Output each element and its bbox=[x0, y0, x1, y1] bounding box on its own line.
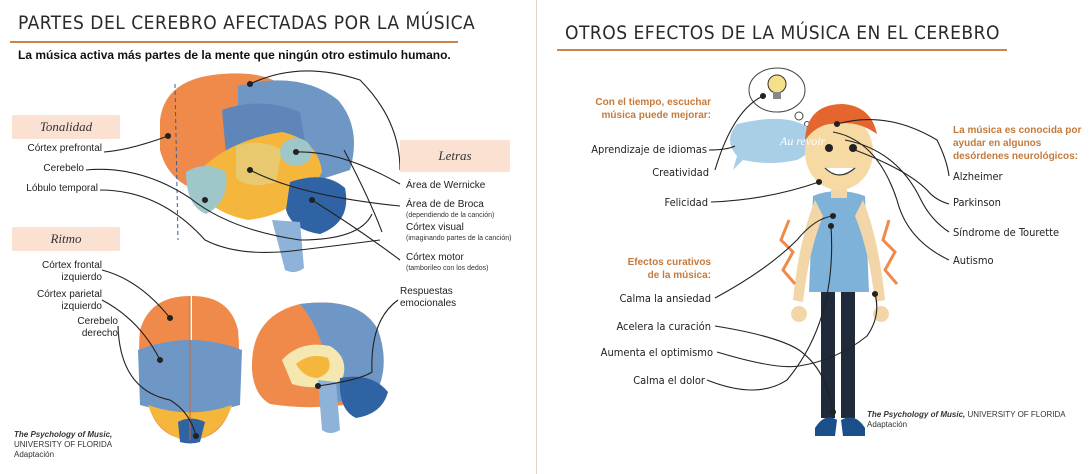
label-cortex-prefrontal: Córtex prefrontal bbox=[27, 143, 102, 154]
label-aprendizaje-idiomas: Aprendizaje de idiomas bbox=[591, 143, 707, 156]
label-alzheimer: Alzheimer bbox=[953, 170, 1003, 183]
thought-cloud bbox=[748, 67, 810, 127]
note-visual: (imaginando partes de la canción) bbox=[406, 235, 512, 242]
left-panel: PARTES DEL CEREBRO AFECTADAS POR LA MÚSI… bbox=[0, 0, 537, 474]
label-cortex-motor: Córtex motor (tamborileo con los dedos) bbox=[406, 252, 489, 272]
left-title: PARTES DEL CEREBRO AFECTADAS POR LA MÚSI… bbox=[18, 12, 476, 34]
right-title-rule bbox=[557, 49, 1007, 51]
brain-illustrations bbox=[85, 70, 401, 444]
label-cerebelo: Cerebelo bbox=[43, 163, 84, 174]
person bbox=[779, 104, 899, 436]
label-calma-ansiedad: Calma la ansiedad bbox=[619, 292, 712, 305]
label-autismo: Autismo bbox=[953, 254, 994, 267]
left-leader-lines bbox=[85, 70, 401, 440]
speech-bubble-text: Au revoir bbox=[780, 134, 826, 148]
label-area-wernicke: Área de Wernicke bbox=[406, 180, 486, 191]
note-motor: (tamborileo con los dedos) bbox=[406, 265, 489, 272]
right-title: OTROS EFECTOS DE LA MÚSICA EN EL CEREBRO bbox=[565, 22, 1000, 44]
person-illustration bbox=[706, 67, 950, 436]
label-acelera-curacion: Acelera la curación bbox=[616, 320, 711, 333]
right-leader-lines bbox=[706, 92, 950, 416]
label-creatividad: Creatividad bbox=[652, 166, 709, 179]
right-panel: OTROS EFECTOS DE LA MÚSICA EN EL CEREBRO bbox=[537, 0, 1091, 474]
label-area-broca: Área de de Broca (dependiendo de la canc… bbox=[406, 199, 495, 219]
letras-header: Letras bbox=[400, 140, 510, 172]
label-felicidad: Felicidad bbox=[664, 196, 708, 209]
left-credit: The Psychology of Music, UNIVERSITY OF F… bbox=[14, 430, 113, 459]
label-tourette: Síndrome de Tourette bbox=[953, 226, 1060, 239]
left-title-rule bbox=[10, 41, 458, 43]
right-credit: The Psychology of Music, UNIVERSITY OF F… bbox=[867, 410, 1066, 429]
top-brain-illustration bbox=[138, 296, 242, 444]
tonalidad-header: Tonalidad bbox=[12, 115, 120, 139]
side-brain-illustration bbox=[160, 73, 354, 273]
label-parkinson: Parkinson bbox=[953, 196, 1001, 209]
left-subtitle: La música activa más partes de la mente … bbox=[18, 48, 451, 62]
label-aumenta-optimismo: Aumenta el optimismo bbox=[600, 346, 713, 359]
sagittal-brain-illustration bbox=[251, 302, 388, 433]
label-lobulo-temporal: Lóbulo temporal bbox=[26, 183, 98, 194]
ritmo-header: Ritmo bbox=[12, 227, 120, 251]
note-broca: (dependiendo de la canción) bbox=[406, 212, 495, 219]
label-calma-dolor: Calma el dolor bbox=[633, 374, 705, 387]
label-cortex-visual: Córtex visual (imaginando partes de la c… bbox=[406, 222, 512, 242]
